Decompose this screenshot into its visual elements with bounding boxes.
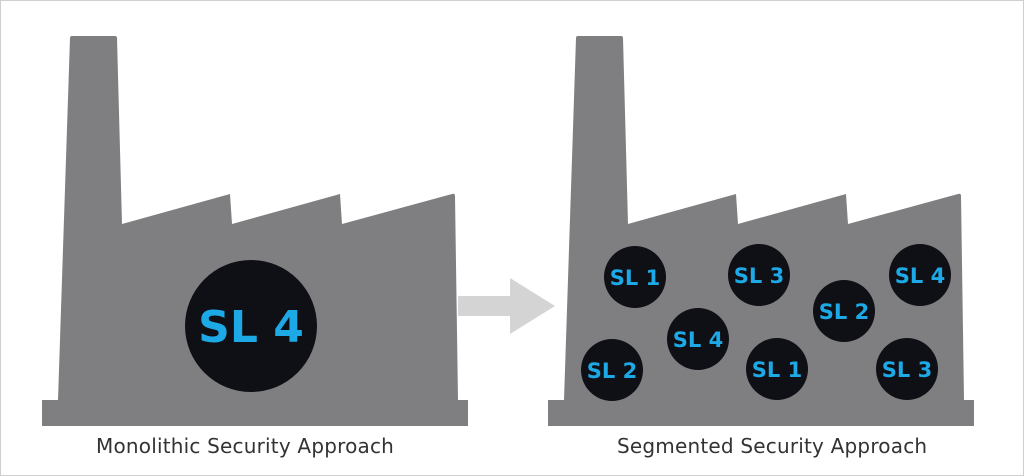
badge-label: SL 1 bbox=[752, 358, 802, 382]
right-badge: SL 3 bbox=[876, 338, 938, 400]
badge-label: SL 4 bbox=[673, 328, 723, 352]
badge-circle bbox=[185, 260, 317, 392]
right-arrow-icon bbox=[458, 278, 555, 334]
monolithic-factory: SL 4 bbox=[42, 36, 468, 426]
badge-label: SL 3 bbox=[882, 358, 932, 382]
right-badge: SL 4 bbox=[667, 308, 729, 370]
badge-label: SL 1 bbox=[610, 266, 660, 290]
right-badge: SL 1 bbox=[746, 338, 808, 400]
right-badge: SL 2 bbox=[813, 280, 875, 342]
right-badge: SL 3 bbox=[728, 244, 790, 306]
segmented-caption: Segmented Security Approach bbox=[617, 434, 928, 458]
left-badge: SL 4 bbox=[185, 260, 317, 392]
left-factory-silhouette bbox=[42, 36, 468, 426]
right-badge: SL 4 bbox=[889, 244, 951, 306]
segmented-factory: SL 1 SL 3 SL 4 SL 2 SL 4 SL 2 SL 1 SL 3 bbox=[548, 36, 974, 426]
badge-label: SL 2 bbox=[819, 300, 869, 324]
badge-label: SL 4 bbox=[895, 264, 945, 288]
badge-label: SL 3 bbox=[734, 264, 784, 288]
badge-label: SL 4 bbox=[198, 302, 304, 353]
right-badge: SL 1 bbox=[604, 246, 666, 308]
monolithic-caption: Monolithic Security Approach bbox=[96, 434, 395, 458]
badge-label: SL 2 bbox=[587, 359, 637, 383]
right-badge: SL 2 bbox=[581, 339, 643, 401]
